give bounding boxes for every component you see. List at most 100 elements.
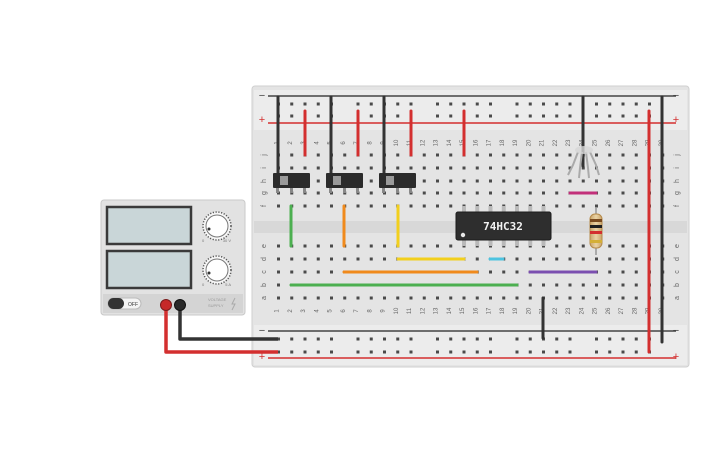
hole xyxy=(542,166,545,170)
hole xyxy=(555,244,559,248)
rail-plus-label-tl: + xyxy=(259,114,265,126)
column-number: 9 xyxy=(381,309,387,313)
hole xyxy=(515,296,519,300)
hole xyxy=(542,153,545,157)
row-letter: d xyxy=(261,257,268,261)
rail-hole xyxy=(528,102,532,106)
hole xyxy=(462,179,466,183)
rail-hole xyxy=(621,102,625,106)
hole xyxy=(621,179,625,183)
hole xyxy=(369,257,373,261)
switch-knob[interactable] xyxy=(280,176,288,185)
rail-hole xyxy=(290,350,294,354)
rail-hole xyxy=(555,102,559,106)
column-number: 13 xyxy=(434,307,440,314)
wire-red-supply-lead[interactable] xyxy=(164,306,278,354)
hole xyxy=(634,166,638,170)
hole xyxy=(555,166,559,170)
hole xyxy=(436,179,439,183)
rail-hole xyxy=(356,337,360,341)
hole xyxy=(356,204,360,208)
hole xyxy=(621,153,625,157)
column-number: 12 xyxy=(420,307,426,314)
hole xyxy=(568,166,572,170)
column-number: 22 xyxy=(553,139,559,146)
hole xyxy=(422,166,426,170)
hole xyxy=(515,179,519,183)
chip-body[interactable] xyxy=(455,211,552,241)
hole xyxy=(608,166,612,170)
hole xyxy=(277,270,280,274)
column-number: 27 xyxy=(619,307,625,314)
resistor[interactable] xyxy=(589,208,603,255)
chip-pin xyxy=(501,239,506,246)
hole xyxy=(316,153,320,157)
column-number: 28 xyxy=(632,307,638,314)
column-number: 15 xyxy=(460,307,466,314)
rail-hole xyxy=(634,102,638,106)
rail-minus-label-tl: − xyxy=(259,90,265,102)
switch-knob[interactable] xyxy=(386,176,394,185)
hole xyxy=(608,296,612,300)
chip-pin xyxy=(462,239,466,246)
rail-hole xyxy=(568,102,572,106)
column-number: 10 xyxy=(394,139,400,146)
power-switch-thumb[interactable] xyxy=(108,298,124,309)
hole xyxy=(555,283,559,287)
chip-pin xyxy=(528,239,533,246)
rail-hole xyxy=(568,114,572,118)
led-lens[interactable] xyxy=(575,146,593,154)
rail-hole xyxy=(555,337,559,341)
hole xyxy=(542,283,545,287)
voltage-max-label: 30 V xyxy=(223,238,232,243)
slide-switch-2[interactable] xyxy=(326,173,363,193)
slide-switch-1[interactable] xyxy=(273,173,310,193)
hole xyxy=(303,270,307,274)
hole xyxy=(436,244,439,248)
rail-hole xyxy=(489,102,492,106)
hole xyxy=(475,179,479,183)
ic-74hc32[interactable]: 74HC32 xyxy=(455,206,552,246)
power-supply: 0 30 V 0 5 A OFF VOLTAGE SUPPLY xyxy=(100,199,246,316)
hole xyxy=(330,244,333,248)
chip-pin xyxy=(541,239,546,246)
hole xyxy=(343,257,347,261)
positive-terminal[interactable] xyxy=(160,299,172,311)
rail-hole xyxy=(462,337,466,341)
hole xyxy=(475,191,479,195)
slide-switch-3[interactable] xyxy=(379,173,416,193)
row-letter: f xyxy=(261,205,268,207)
column-number: 10 xyxy=(394,307,400,314)
hole xyxy=(555,257,559,261)
negative-terminal[interactable] xyxy=(174,299,186,311)
switch-knob[interactable] xyxy=(333,176,341,185)
hole xyxy=(316,244,320,248)
hole xyxy=(422,244,426,248)
wire-black-supply-lead[interactable] xyxy=(178,306,278,341)
row-letter: a xyxy=(261,296,268,300)
rail-hole xyxy=(528,337,532,341)
rail-hole xyxy=(436,102,439,106)
hole xyxy=(316,179,320,183)
hole xyxy=(396,153,400,157)
signal-wires xyxy=(289,191,598,287)
hole xyxy=(396,166,400,170)
chip-pin xyxy=(541,206,546,213)
column-number: 17 xyxy=(487,307,493,314)
hole xyxy=(436,166,439,170)
chip-pin xyxy=(488,206,493,213)
rail-minus-label-tr: − xyxy=(673,90,679,102)
hole xyxy=(303,257,307,261)
column-number: 27 xyxy=(619,139,625,146)
rail-hole xyxy=(436,350,439,354)
rail-hole xyxy=(595,350,598,354)
rgb-led[interactable] xyxy=(567,146,600,179)
column-number: 22 xyxy=(553,307,559,314)
hole xyxy=(369,204,373,208)
hole xyxy=(595,257,598,261)
hole xyxy=(621,204,625,208)
hole xyxy=(568,257,572,261)
hole xyxy=(316,191,320,195)
hole xyxy=(343,153,347,157)
